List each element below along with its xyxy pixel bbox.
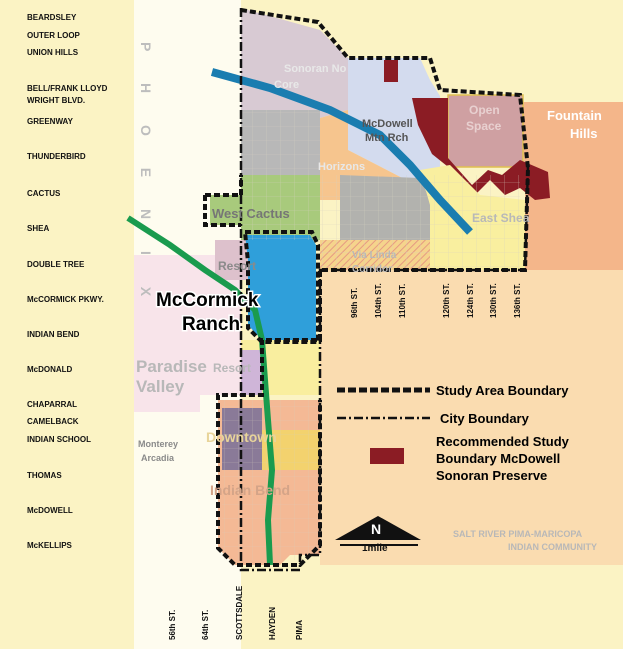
street-mccormick-pkwy: McCORMICK PKWY. bbox=[27, 295, 104, 304]
label-resort-north: Resort bbox=[218, 259, 256, 273]
legend-recommended-1: Recommended Study bbox=[436, 434, 570, 449]
street-greenway: GREENWAY bbox=[27, 117, 74, 126]
street-beardsley: BEARDSLEY bbox=[27, 13, 77, 22]
label-ranch: Ranch bbox=[182, 314, 240, 335]
label-resort-south: Resort bbox=[213, 361, 251, 375]
study-area-boundary-outline bbox=[216, 8, 531, 567]
street-cactus: CACTUS bbox=[27, 189, 61, 198]
street-bell: BELL/FRANK LLOYD bbox=[27, 84, 108, 93]
street-120th: 120th ST. bbox=[442, 283, 451, 318]
street-label-column bbox=[0, 0, 134, 649]
north-arrow-letter: N bbox=[371, 521, 381, 537]
street-grid-east bbox=[320, 175, 520, 270]
street-96th: 96th ST. bbox=[350, 288, 359, 318]
street-110th: 110th ST. bbox=[398, 284, 407, 318]
street-frank-lloyd-wright: WRIGHT BLVD. bbox=[27, 96, 85, 105]
street-104th: 104th ST. bbox=[374, 283, 383, 318]
street-124th: 124th ST. bbox=[466, 283, 475, 318]
street-130th: 130th ST. bbox=[489, 283, 498, 318]
label-via-linda: Via Linda bbox=[352, 250, 397, 261]
street-pima: PIMA bbox=[295, 620, 304, 640]
street-64th: 64th ST. bbox=[201, 610, 210, 640]
label-east-shea: East Shea bbox=[472, 211, 530, 225]
label-srp-1: SALT RIVER PIMA-MARICOPA bbox=[453, 529, 583, 539]
label-horizons: Horizons bbox=[318, 161, 365, 173]
cap-canal bbox=[210, 68, 473, 235]
street-mcdowell: McDOWELL bbox=[27, 506, 73, 515]
label-fountain: Fountain bbox=[547, 108, 602, 123]
label-space: Space bbox=[466, 119, 502, 133]
street-shea: SHEA bbox=[27, 224, 49, 233]
label-mccormick: McCormick bbox=[156, 290, 259, 311]
street-grid-west bbox=[241, 110, 320, 240]
legend-recommended-3: Sonoran Preserve bbox=[436, 468, 547, 483]
label-west-cactus: West Cactus bbox=[212, 206, 290, 221]
recommended-preserve-parcel bbox=[384, 60, 398, 82]
label-indian-bend: Indian Bend bbox=[210, 482, 290, 498]
label-corridor: Corridor bbox=[352, 264, 392, 275]
legend-study-area-label: Study Area Boundary bbox=[436, 383, 569, 398]
street-union-hills: UNION HILLS bbox=[27, 48, 79, 57]
label-srp-2: INDIAN COMMUNITY bbox=[508, 542, 597, 552]
label-sonoran-north: Sonoran No bbox=[284, 63, 347, 75]
street-56th: 56th ST. bbox=[168, 610, 177, 640]
mccormick-ranch-boundary bbox=[242, 230, 320, 344]
legend-city-boundary-label: City Boundary bbox=[440, 411, 530, 426]
street-136th: 136th ST. bbox=[513, 283, 522, 318]
street-double-tree: DOUBLE TREE bbox=[27, 260, 85, 269]
label-paradise: Paradise bbox=[136, 357, 207, 376]
label-hills: Hills bbox=[570, 126, 597, 141]
legend-recommended-swatch bbox=[370, 448, 404, 464]
legend-recommended-2: Boundary McDowell bbox=[436, 451, 560, 466]
label-monterey: Monterey bbox=[138, 439, 178, 449]
label-phoenix: P H O E N I X bbox=[138, 42, 154, 310]
street-mcdonald: McDONALD bbox=[27, 365, 73, 374]
label-open: Open bbox=[469, 103, 500, 117]
street-indian-school: INDIAN SCHOOL bbox=[27, 435, 91, 444]
street-scottsdale: SCOTTSDALE bbox=[235, 585, 244, 640]
label-mtn-rch: Mtn Rch bbox=[365, 132, 409, 144]
label-valley: Valley bbox=[136, 377, 185, 396]
mcdowell-mtn-ranch-area bbox=[348, 58, 440, 182]
west-cactus-boundary bbox=[203, 175, 243, 227]
street-outer-loop: OUTER LOOP bbox=[27, 31, 81, 40]
recommended-preserve-area bbox=[412, 98, 550, 200]
street-indian-bend: INDIAN BEND bbox=[27, 330, 80, 339]
label-arcadia: Arcadia bbox=[141, 453, 175, 463]
north-arrow-icon bbox=[335, 516, 421, 540]
street-mckellips: McKELLIPS bbox=[27, 541, 73, 550]
mccormick-ranch-area bbox=[245, 235, 316, 340]
label-sonoran-core: Core bbox=[274, 79, 299, 91]
street-hayden: HAYDEN bbox=[268, 607, 277, 640]
scale-label: 1mile bbox=[362, 543, 388, 554]
street-thunderbird: THUNDERBIRD bbox=[27, 152, 86, 161]
srp-indian-community-area bbox=[320, 270, 623, 565]
paradise-valley-area bbox=[134, 255, 241, 412]
street-camelback: CAMELBACK bbox=[27, 417, 79, 426]
street-chaparral: CHAPARRAL bbox=[27, 400, 77, 409]
street-thomas: THOMAS bbox=[27, 471, 62, 480]
resort-south-area bbox=[241, 350, 262, 395]
label-mcdowell: McDowell bbox=[362, 118, 413, 130]
label-downtown: Downtown bbox=[206, 429, 277, 445]
fountain-hills-area bbox=[520, 102, 623, 270]
